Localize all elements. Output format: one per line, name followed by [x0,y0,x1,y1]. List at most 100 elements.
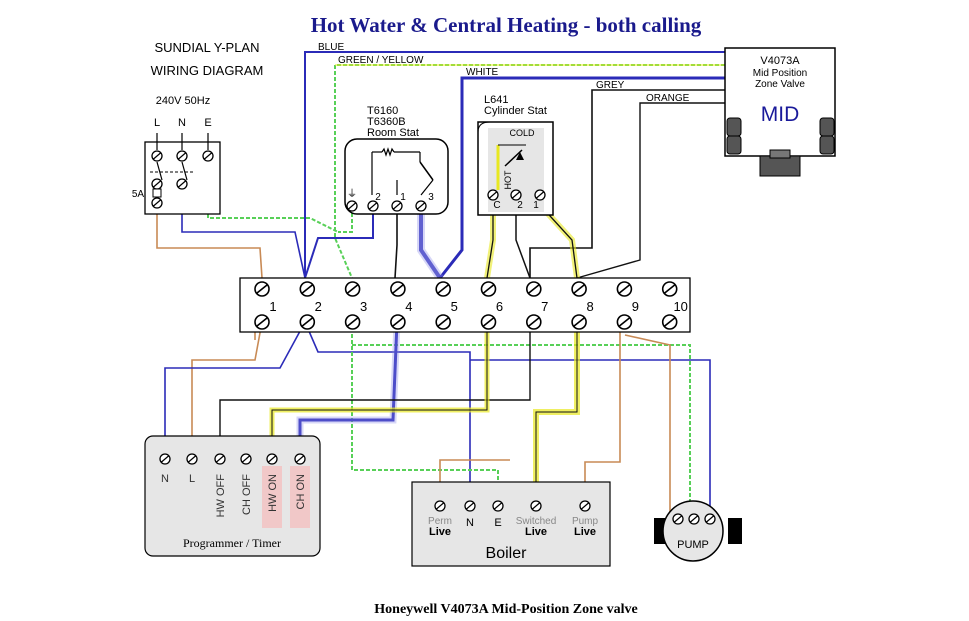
subtitle-line-1: SUNDIAL Y-PLAN [154,40,259,55]
junction-screw-top [435,281,452,297]
fuse-label: 5A [132,189,145,200]
supply-terminal-n: N [178,117,186,129]
junction-screw-top [390,281,406,297]
cylinder-stat: L641 Cylinder Stat COLD HOT C 2 1 [477,94,554,216]
junction-terminal-label: 9 [632,299,639,314]
junction-screw-bottom [435,314,452,330]
junction-terminal-label: 6 [496,299,503,314]
junction-screw-bottom [390,314,406,330]
diagram-title: Hot Water & Central Heating - both calli… [311,13,702,37]
boiler-label: Boiler [486,545,528,562]
programmer-terminal-label: HW ON [267,474,279,512]
junction-screw-top [299,281,316,297]
cylinder-stat-name: Cylinder Stat [484,105,547,117]
junction-terminal-label: 3 [360,299,367,314]
junction-screw-bottom [525,314,542,330]
wire-label-grey: GREY [596,80,625,91]
room-stat: T6160 T6360B Room Stat ⏚ 2 1 3 [344,105,449,215]
junction-screw-bottom [299,314,316,330]
room-stat-terminal-1: 1 [400,192,406,203]
boiler-terminal-screw [434,500,446,512]
programmer-terminal-screw [214,453,226,465]
zone-valve-line-2: Zone Valve [755,79,805,90]
programmer-terminal-label: HW OFF [215,474,227,518]
junction-screw-top [571,281,587,297]
programmer-terminal-label: CH ON [295,474,307,510]
junction-screw-top [254,281,270,297]
cylinder-stat-model: L641 [484,94,508,106]
junction-screw-bottom [616,314,633,330]
zone-valve: V4073A Mid Position Zone Valve MID [724,47,836,177]
zone-valve-state: MID [761,103,800,126]
boiler-terminal-label-bottom: Live [574,526,596,538]
programmer-label: Programmer / Timer [183,536,281,550]
junction-terminal-label: 1 [269,299,276,314]
junction-screw-top [344,281,361,297]
programmer-terminal-screw [294,453,306,465]
junction-screw-top [616,281,633,297]
pump: PUMP [654,500,742,562]
caption: Honeywell V4073A Mid-Position Zone valve [374,602,637,617]
boiler-terminal-label-bottom: Live [429,526,451,538]
cylinder-stat-terminal-1: 1 [533,200,539,211]
junction-screw-top [480,281,497,297]
cylinder-stat-terminal-2: 2 [517,200,523,211]
boiler-terminal-screw [492,500,504,512]
boiler-terminal-label-top: Pump [572,516,599,527]
boiler-terminal-label-bottom: Live [525,526,547,538]
boiler-terminal-label-top: Switched [516,516,557,527]
wire-label-green-yellow: GREEN / YELLOW [338,55,424,66]
lower-wires [164,321,711,512]
junction-terminal-label: 8 [586,299,593,314]
zone-valve-line-1: Mid Position [753,68,807,79]
junction-terminal-label: 7 [541,299,548,314]
boiler-terminal-screw [579,500,591,512]
room-stat-model-2: T6360B [367,116,406,128]
room-stat-wires [304,207,444,281]
junction-screw-top [661,281,678,297]
programmer-terminal-label: L [189,473,195,485]
wire-label-blue: BLUE [318,42,344,53]
room-stat-model-1: T6160 [367,105,398,117]
programmer-terminal-screw [159,453,171,465]
wire-label-white: WHITE [466,67,499,78]
boiler-terminal-screw [464,500,476,512]
supply-terminal-e: E [204,117,211,129]
subtitle-line-2: WIRING DIAGRAM [151,63,264,78]
valve-cable-wires [304,51,725,279]
junction-screw-bottom [661,314,678,330]
cylinder-stat-cold: COLD [509,128,535,138]
programmer-terminal-screw [266,453,278,465]
boiler-terminal-label-bottom: E [494,517,501,529]
boiler-terminal-label-top: Perm [428,516,452,527]
programmer-terminal-screw [240,453,252,465]
junction-terminal-label: 4 [405,299,412,314]
junction-terminal-label: 10 [673,299,687,314]
junction-terminal-label: 2 [315,299,322,314]
wire-label-orange: ORANGE [646,93,690,104]
room-stat-terminal-3: 3 [428,192,434,203]
programmer-terminal-screw [186,453,198,465]
zone-valve-model: V4073A [760,55,800,67]
cylinder-stat-hot: HOT [503,170,513,190]
junction-screw-bottom [480,314,497,330]
room-stat-terminal-2: 2 [375,192,381,203]
room-stat-terminal-earth: ⏚ [347,188,357,200]
room-stat-name: Room Stat [367,127,419,139]
supply-isolator: 240V 50Hz L N E 5A [132,95,221,215]
supply-terminal-l: L [154,117,160,129]
boiler-terminal-label-bottom: N [466,517,474,529]
cylinder-stat-terminal-c: C [493,200,500,211]
junction-screw-top [525,281,542,297]
junction-screw-bottom [571,314,587,330]
junction-screw-bottom [254,314,270,330]
boiler-terminal-screw [530,500,542,512]
pump-label: PUMP [677,539,709,551]
junction-screw-bottom [344,314,361,330]
programmer-terminal-label: N [161,473,169,485]
supply-label: 240V 50Hz [156,95,210,107]
